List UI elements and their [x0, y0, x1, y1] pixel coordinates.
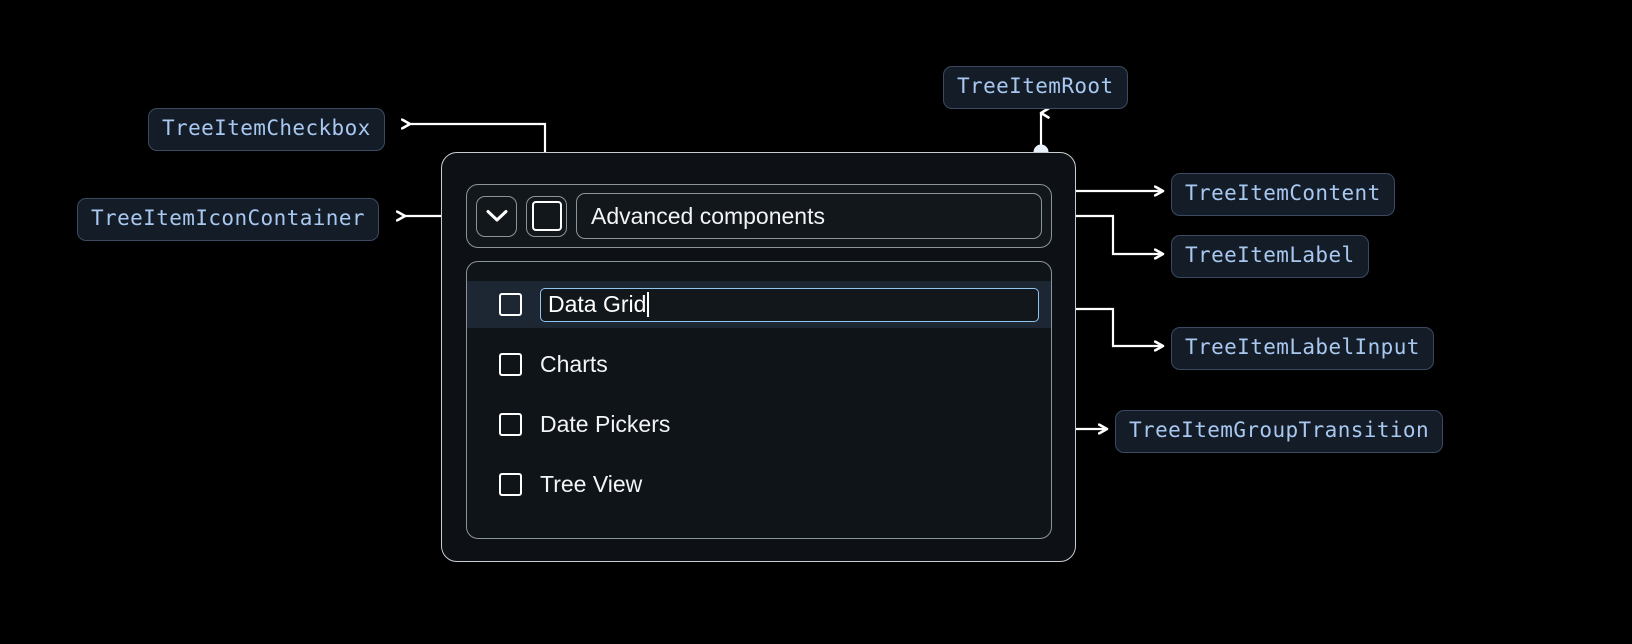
checkbox-unchecked-icon[interactable] [499, 413, 522, 436]
annotation-pill-tree-item-root: TreeItemRoot [943, 66, 1128, 109]
tree-item-label-input[interactable]: Data Grid [540, 287, 1039, 322]
checkbox-unchecked-icon[interactable] [499, 293, 522, 316]
tree-item-label-text: Charts [540, 351, 608, 377]
tree-item-root[interactable]: Advanced components Data Grid Charts Dat… [441, 152, 1076, 562]
annotation-pill-tree-item-content: TreeItemContent [1171, 173, 1395, 216]
annotation-pill-tree-item-group-transition: TreeItemGroupTransition [1115, 410, 1443, 453]
tree-item-label-input-value: Data Grid [548, 291, 647, 317]
tree-item-label[interactable]: Advanced components [576, 193, 1042, 239]
tree-item-row-tree-view[interactable]: Tree View [467, 461, 1051, 508]
annotation-pill-tree-item-checkbox: TreeItemCheckbox [148, 108, 385, 151]
tree-item-content[interactable]: Advanced components [466, 184, 1052, 248]
annotation-pill-tree-item-icon-container: TreeItemIconContainer [77, 198, 379, 241]
checkbox-unchecked-icon[interactable] [499, 473, 522, 496]
tree-item-label-text: Advanced components [591, 202, 825, 229]
tree-item-row-date-pickers[interactable]: Date Pickers [467, 401, 1051, 448]
checkbox-unchecked-icon [531, 201, 562, 231]
tree-item-row-data-grid[interactable]: Data Grid [467, 281, 1051, 328]
tree-item-row-charts[interactable]: Charts [467, 341, 1051, 388]
text-caret [647, 292, 649, 317]
checkbox-unchecked-icon[interactable] [499, 353, 522, 376]
tree-item-group-transition: Data Grid Charts Date Pickers Tree View [466, 261, 1052, 539]
tree-item-checkbox[interactable] [526, 195, 567, 237]
annotation-pill-tree-item-label-input: TreeItemLabelInput [1171, 327, 1434, 370]
annotation-pill-tree-item-label: TreeItemLabel [1171, 235, 1369, 278]
tree-item-label-text: Date Pickers [540, 411, 671, 437]
tree-item-icon-container[interactable] [476, 195, 517, 237]
tree-item-label-text: Tree View [540, 471, 643, 497]
chevron-down-icon [486, 210, 507, 222]
